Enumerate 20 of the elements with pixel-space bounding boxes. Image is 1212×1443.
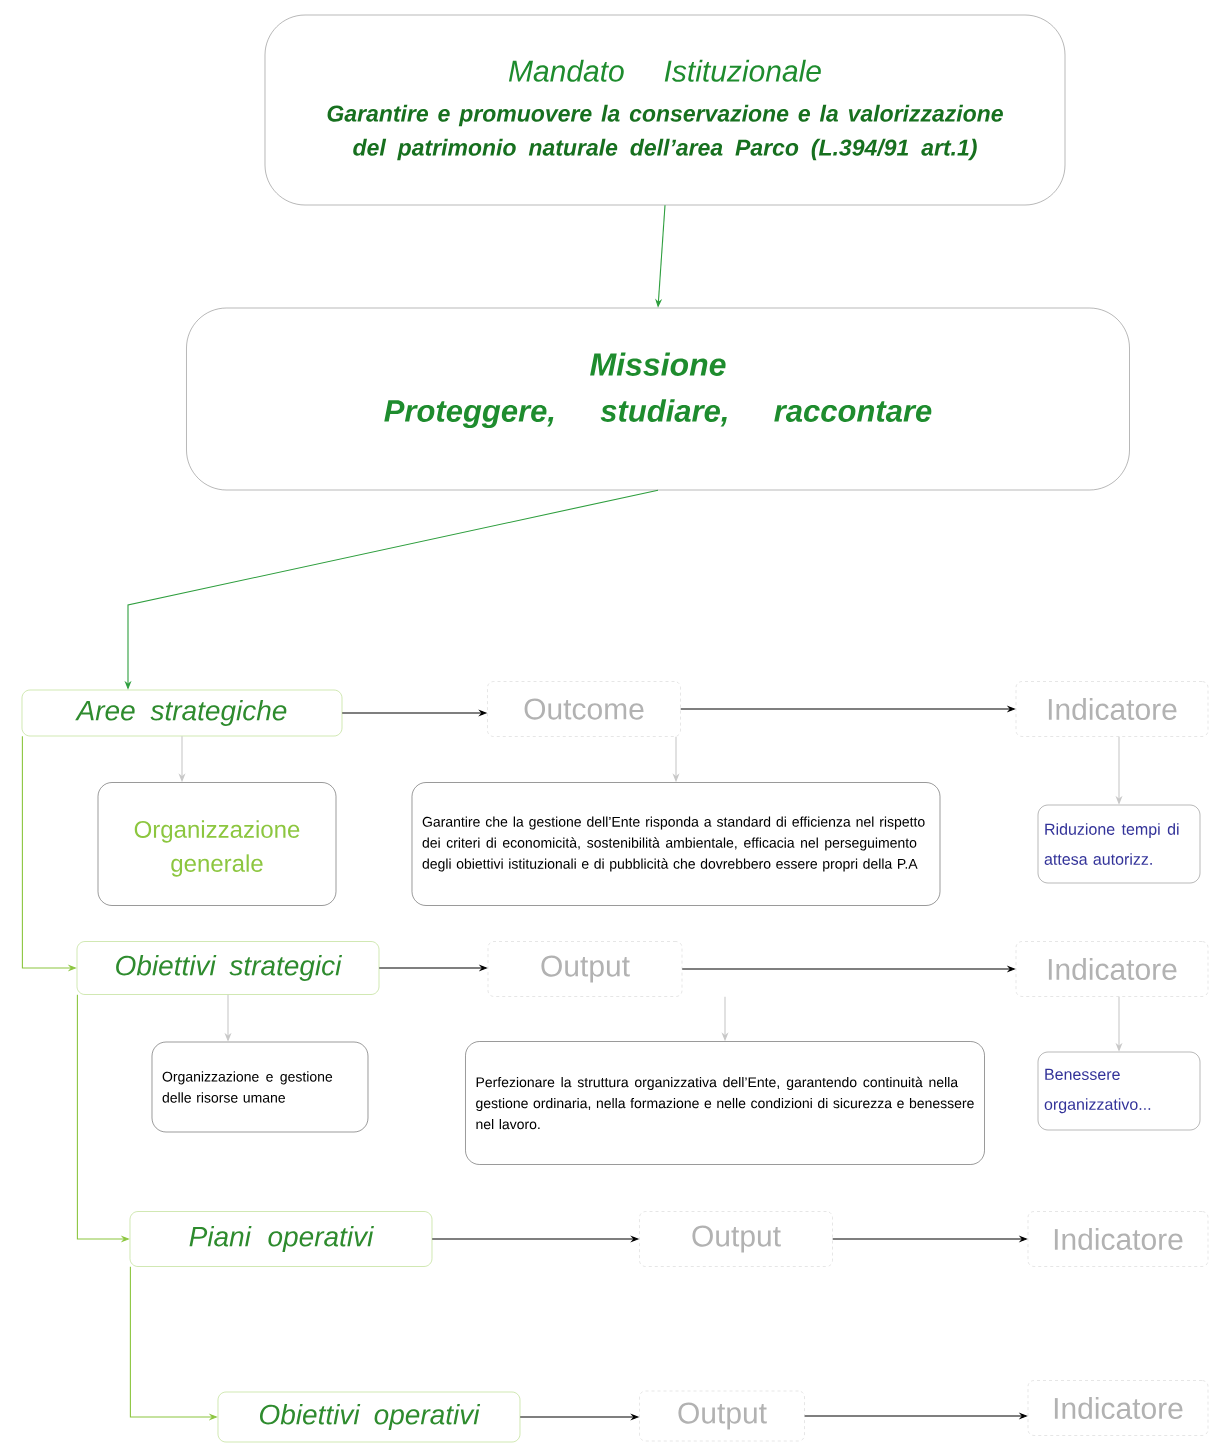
mission-box: Missione Proteggere, studiare, raccontare (186, 307, 1130, 491)
placeholder-box: Indicatore (1027, 1211, 1209, 1267)
indicator-box: Riduzione tempi di attesa autorizz. (1037, 804, 1201, 884)
level-box: Aree strategiche (21, 689, 343, 737)
placeholder-box: Outcome (487, 681, 681, 737)
level-box: Obiettivi strategici (76, 941, 380, 995)
area-box: Organizzazione generale (97, 782, 337, 906)
placeholder-box: Indicatore (1027, 1380, 1209, 1436)
indicator-box: Benessere organizzativo... (1037, 1051, 1201, 1131)
description-box: Perfezionare la struttura organizzativa dell’Ente, garantendo continuità nella gestione ordinaria, nella formazione e nelle condizioni di sicurezza e benessere nel lavoro. (465, 1041, 985, 1165)
description-box: Garantire che la gestione dell’Ente risponda a standard di efficienza nel rispetto dei criteri di economicità, sostenibilità ambientale, efficacia nel perseguimento degli obiettivi istituzionali e di pubblicità che dovrebbero essere propri della P.A (411, 782, 941, 906)
mandate-box: Mandato Istituzionale Garantire e promuovere la conservazione e la valorizzazione del patrimonio naturale dell’area Parco (L.394/91 art.1) (264, 14, 1066, 206)
level-box: Piani operativi (129, 1211, 433, 1267)
level-box: Obiettivi operativi (217, 1391, 521, 1443)
placeholder-box: Indicatore (1015, 941, 1209, 997)
placeholder-box: Indicatore (1015, 681, 1209, 737)
placeholder-box: Output (639, 1211, 833, 1267)
description-box: Organizzazione e gestione delle risorse umane (151, 1041, 369, 1133)
placeholder-box: Output (487, 941, 683, 997)
placeholder-box: Output (639, 1390, 805, 1442)
